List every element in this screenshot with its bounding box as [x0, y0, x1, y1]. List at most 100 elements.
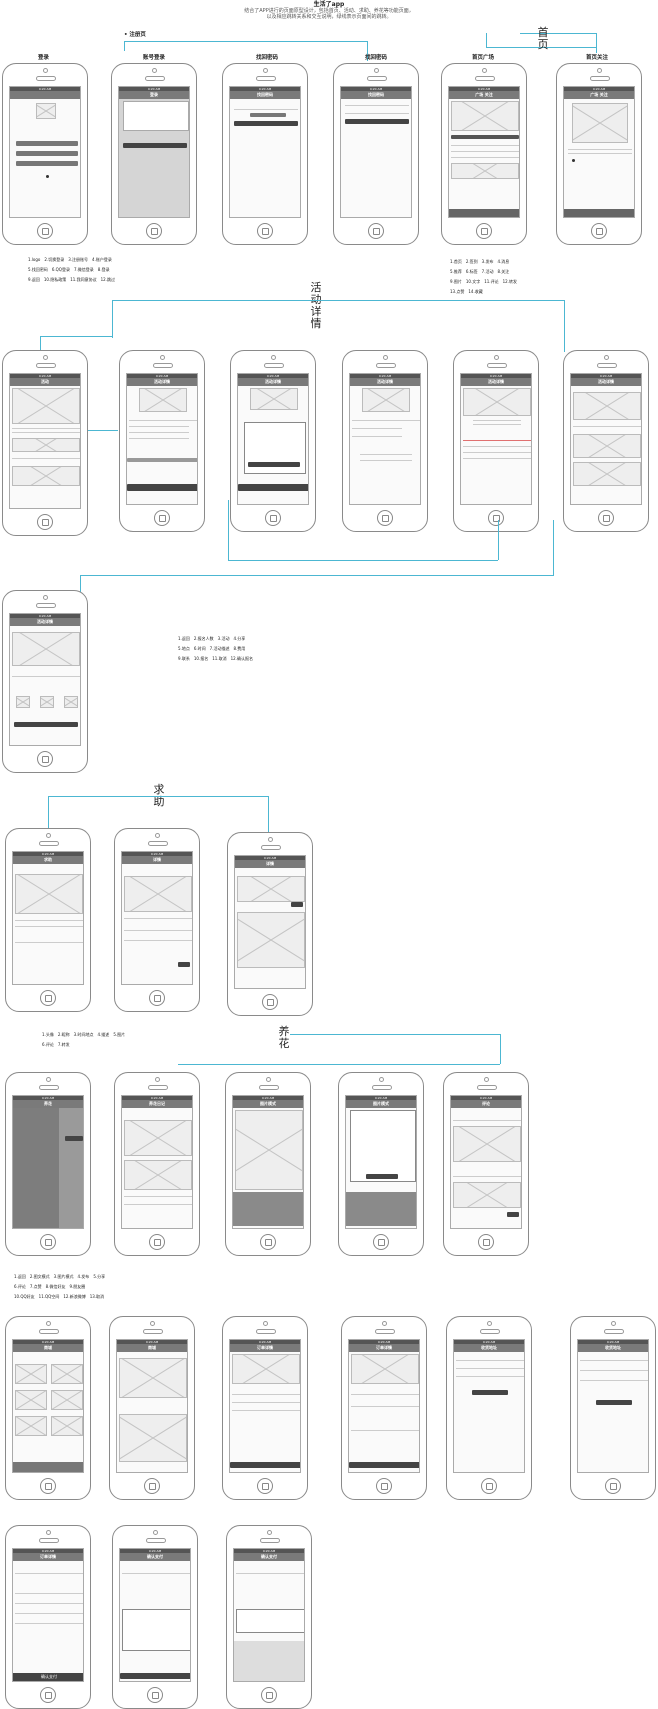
home-button[interactable] — [265, 510, 281, 526]
confirm-pay-button[interactable]: 确认支付 — [13, 1673, 83, 1681]
home-button[interactable] — [376, 1478, 392, 1494]
avatar[interactable] — [572, 159, 575, 162]
confirm-signup-button[interactable] — [248, 462, 300, 467]
product-image[interactable] — [15, 1390, 47, 1410]
home-button[interactable] — [377, 510, 393, 526]
login-option-button[interactable] — [16, 141, 78, 146]
login-option-button[interactable] — [16, 161, 78, 166]
picture-image[interactable] — [235, 1110, 303, 1190]
home-button[interactable] — [147, 1687, 163, 1703]
home-button[interactable] — [476, 223, 492, 239]
activity-image[interactable] — [12, 466, 80, 486]
activity-image[interactable] — [12, 438, 80, 452]
input-line[interactable] — [234, 109, 298, 110]
category-bar[interactable] — [451, 135, 519, 139]
side-menu[interactable] — [13, 1108, 59, 1228]
input-line[interactable] — [345, 113, 409, 114]
status-bar: 9:20 AM — [122, 852, 192, 856]
input-line[interactable] — [580, 1380, 648, 1381]
activity-image[interactable] — [12, 388, 80, 424]
tab-bar[interactable] — [449, 209, 519, 217]
home-button[interactable] — [591, 223, 607, 239]
home-button[interactable] — [149, 990, 165, 1006]
login-submit-button[interactable] — [123, 143, 187, 148]
home-button[interactable] — [262, 994, 278, 1010]
input-line[interactable] — [456, 1360, 524, 1361]
menu-button[interactable] — [65, 1136, 83, 1141]
next-button[interactable] — [234, 121, 298, 126]
tab-bar[interactable] — [564, 209, 634, 217]
save-address-button[interactable] — [472, 1390, 508, 1395]
home-button[interactable] — [149, 1234, 165, 1250]
thumb-image[interactable] — [40, 696, 54, 708]
gallery-image[interactable] — [573, 392, 641, 420]
confirm-button[interactable] — [345, 119, 409, 124]
text-line — [232, 1394, 300, 1395]
input-line[interactable] — [580, 1360, 648, 1361]
keypad[interactable] — [234, 1641, 304, 1681]
product-image[interactable] — [15, 1416, 47, 1436]
save-address-button[interactable] — [596, 1400, 632, 1405]
input-line[interactable] — [456, 1368, 524, 1369]
home-button[interactable] — [144, 1478, 160, 1494]
sign-up-button[interactable] — [127, 484, 197, 491]
product-image[interactable] — [51, 1364, 83, 1384]
home-button[interactable] — [257, 1478, 273, 1494]
cancel-share-button[interactable] — [366, 1174, 398, 1179]
product-image[interactable] — [15, 1364, 47, 1384]
submit-button[interactable] — [14, 722, 78, 727]
tab-bar[interactable] — [13, 1462, 83, 1472]
home-button[interactable] — [478, 1234, 494, 1250]
banner-image[interactable] — [451, 101, 519, 131]
home-button[interactable] — [37, 223, 53, 239]
tool-bar[interactable] — [346, 1192, 416, 1226]
home-button[interactable] — [605, 1478, 621, 1494]
tool-bar[interactable] — [233, 1192, 303, 1226]
product-image[interactable] — [51, 1416, 83, 1436]
thumb-image[interactable] — [16, 696, 30, 708]
home-button[interactable] — [154, 510, 170, 526]
text-line — [232, 1410, 300, 1411]
home-button[interactable] — [598, 510, 614, 526]
product-image[interactable] — [51, 1390, 83, 1410]
home-button[interactable] — [37, 751, 53, 767]
login-option-button[interactable] — [16, 151, 78, 156]
input-line[interactable] — [580, 1370, 648, 1371]
send-button[interactable] — [178, 962, 190, 967]
buy-button[interactable] — [230, 1462, 300, 1468]
gallery-image[interactable] — [573, 462, 641, 486]
home-button[interactable] — [146, 223, 162, 239]
get-code-button[interactable] — [250, 113, 286, 117]
diary-image[interactable] — [124, 1120, 192, 1156]
feed-image[interactable] — [451, 163, 519, 179]
sign-up-bar[interactable] — [127, 458, 197, 462]
note-item: 11.评论 — [484, 279, 499, 284]
home-button[interactable] — [40, 1234, 56, 1250]
sign-up-button[interactable] — [238, 484, 308, 491]
nav-bar: 详情 — [235, 860, 305, 868]
input-line[interactable] — [345, 105, 409, 106]
home-button[interactable] — [368, 223, 384, 239]
home-button[interactable] — [488, 510, 504, 526]
note-item: 9.联系 — [178, 656, 190, 661]
post-image[interactable] — [572, 103, 628, 143]
home-button[interactable] — [260, 1234, 276, 1250]
help-image[interactable] — [15, 874, 83, 914]
phone-find-pwd: 9:20 AM 找回密码 — [222, 63, 308, 245]
thumb-image[interactable] — [64, 696, 78, 708]
input-line[interactable] — [456, 1376, 524, 1377]
diary-image[interactable] — [124, 1160, 192, 1190]
home-button[interactable] — [373, 1234, 389, 1250]
home-button[interactable] — [40, 1687, 56, 1703]
home-button[interactable] — [257, 223, 273, 239]
home-button[interactable] — [40, 1478, 56, 1494]
pay-button[interactable] — [120, 1673, 190, 1679]
submit-order-button[interactable] — [349, 1462, 419, 1468]
home-button[interactable] — [481, 1478, 497, 1494]
send-button[interactable] — [507, 1212, 519, 1217]
home-button[interactable] — [37, 514, 53, 530]
gallery-image[interactable] — [573, 434, 641, 458]
home-button[interactable] — [40, 990, 56, 1006]
comment-button[interactable] — [291, 902, 303, 907]
home-button[interactable] — [261, 1687, 277, 1703]
